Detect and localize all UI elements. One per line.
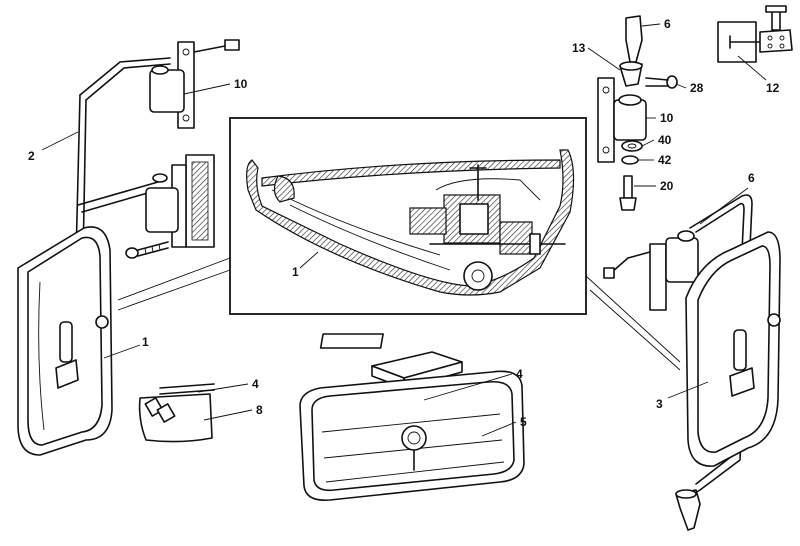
- upper-hinge-block: [149, 69, 185, 113]
- callout-1-left: 1: [142, 335, 149, 349]
- left-bar-upper: [79, 57, 171, 96]
- small-mirror-assembly: [138, 383, 215, 443]
- interior-mirror-assembly: [299, 333, 525, 502]
- inset-ball-joint: [463, 261, 493, 291]
- cross-section-inset: [229, 117, 587, 315]
- right-hinge-plate: [649, 243, 667, 311]
- right-bracket-plate: [597, 77, 615, 163]
- callout-1-inset: 1: [292, 265, 299, 279]
- right-parts-exploded: [597, 5, 793, 211]
- left-bar-upper-inner: [85, 63, 171, 101]
- bolt-20: [619, 175, 637, 211]
- left-upper-bracket: [149, 39, 240, 129]
- washer-40: [621, 140, 643, 152]
- right-bracket-10: [597, 77, 647, 163]
- callout-2: 2: [28, 149, 35, 163]
- right-bottom-knob: [675, 489, 701, 531]
- interior-mount-plate-top: [319, 333, 384, 349]
- left-mirror-body: [17, 226, 113, 456]
- callout-5: 5: [520, 415, 527, 429]
- callout-6-right: 6: [748, 171, 755, 185]
- callout-28: 28: [690, 81, 704, 95]
- callout-4-center: 4: [516, 367, 523, 381]
- callout-12: 12: [766, 81, 780, 95]
- lower-hinge-block: [145, 187, 179, 233]
- callout-42: 42: [658, 153, 672, 167]
- knob-6-top: [625, 15, 643, 63]
- interior-ball-joint: [401, 425, 427, 451]
- left-to-inset-lines: [117, 257, 231, 311]
- callout-10-left: 10: [234, 77, 248, 91]
- mount-plate-12: [717, 5, 793, 63]
- left-mirror-assembly: [17, 39, 240, 456]
- leader-lines: [41, 23, 767, 437]
- screw-28: [645, 75, 678, 89]
- callout-3: 3: [656, 397, 663, 411]
- callout-20: 20: [660, 179, 674, 193]
- right-mirror-assembly: [603, 194, 781, 531]
- callout-13: 13: [572, 41, 586, 55]
- inset-glass: [261, 159, 561, 187]
- callout-4-small: 4: [252, 377, 259, 391]
- inset-shell: [246, 149, 575, 296]
- callouts: 1 2 10 1 4 8 4 5 6 13 28 12 10 40 42 20 …: [28, 17, 780, 429]
- callout-6-top: 6: [664, 17, 671, 31]
- right-mirror-housing: [685, 231, 781, 467]
- left-bolt: [125, 241, 169, 259]
- callout-10-right: 10: [660, 111, 674, 125]
- wire-connector: [224, 39, 240, 51]
- right-hinge-block: [665, 237, 699, 283]
- washer-42: [621, 155, 639, 165]
- left-lower-bracket: [145, 154, 215, 248]
- callout-40: 40: [658, 133, 672, 147]
- inset-to-right-lines: [585, 275, 681, 371]
- callout-8: 8: [256, 403, 263, 417]
